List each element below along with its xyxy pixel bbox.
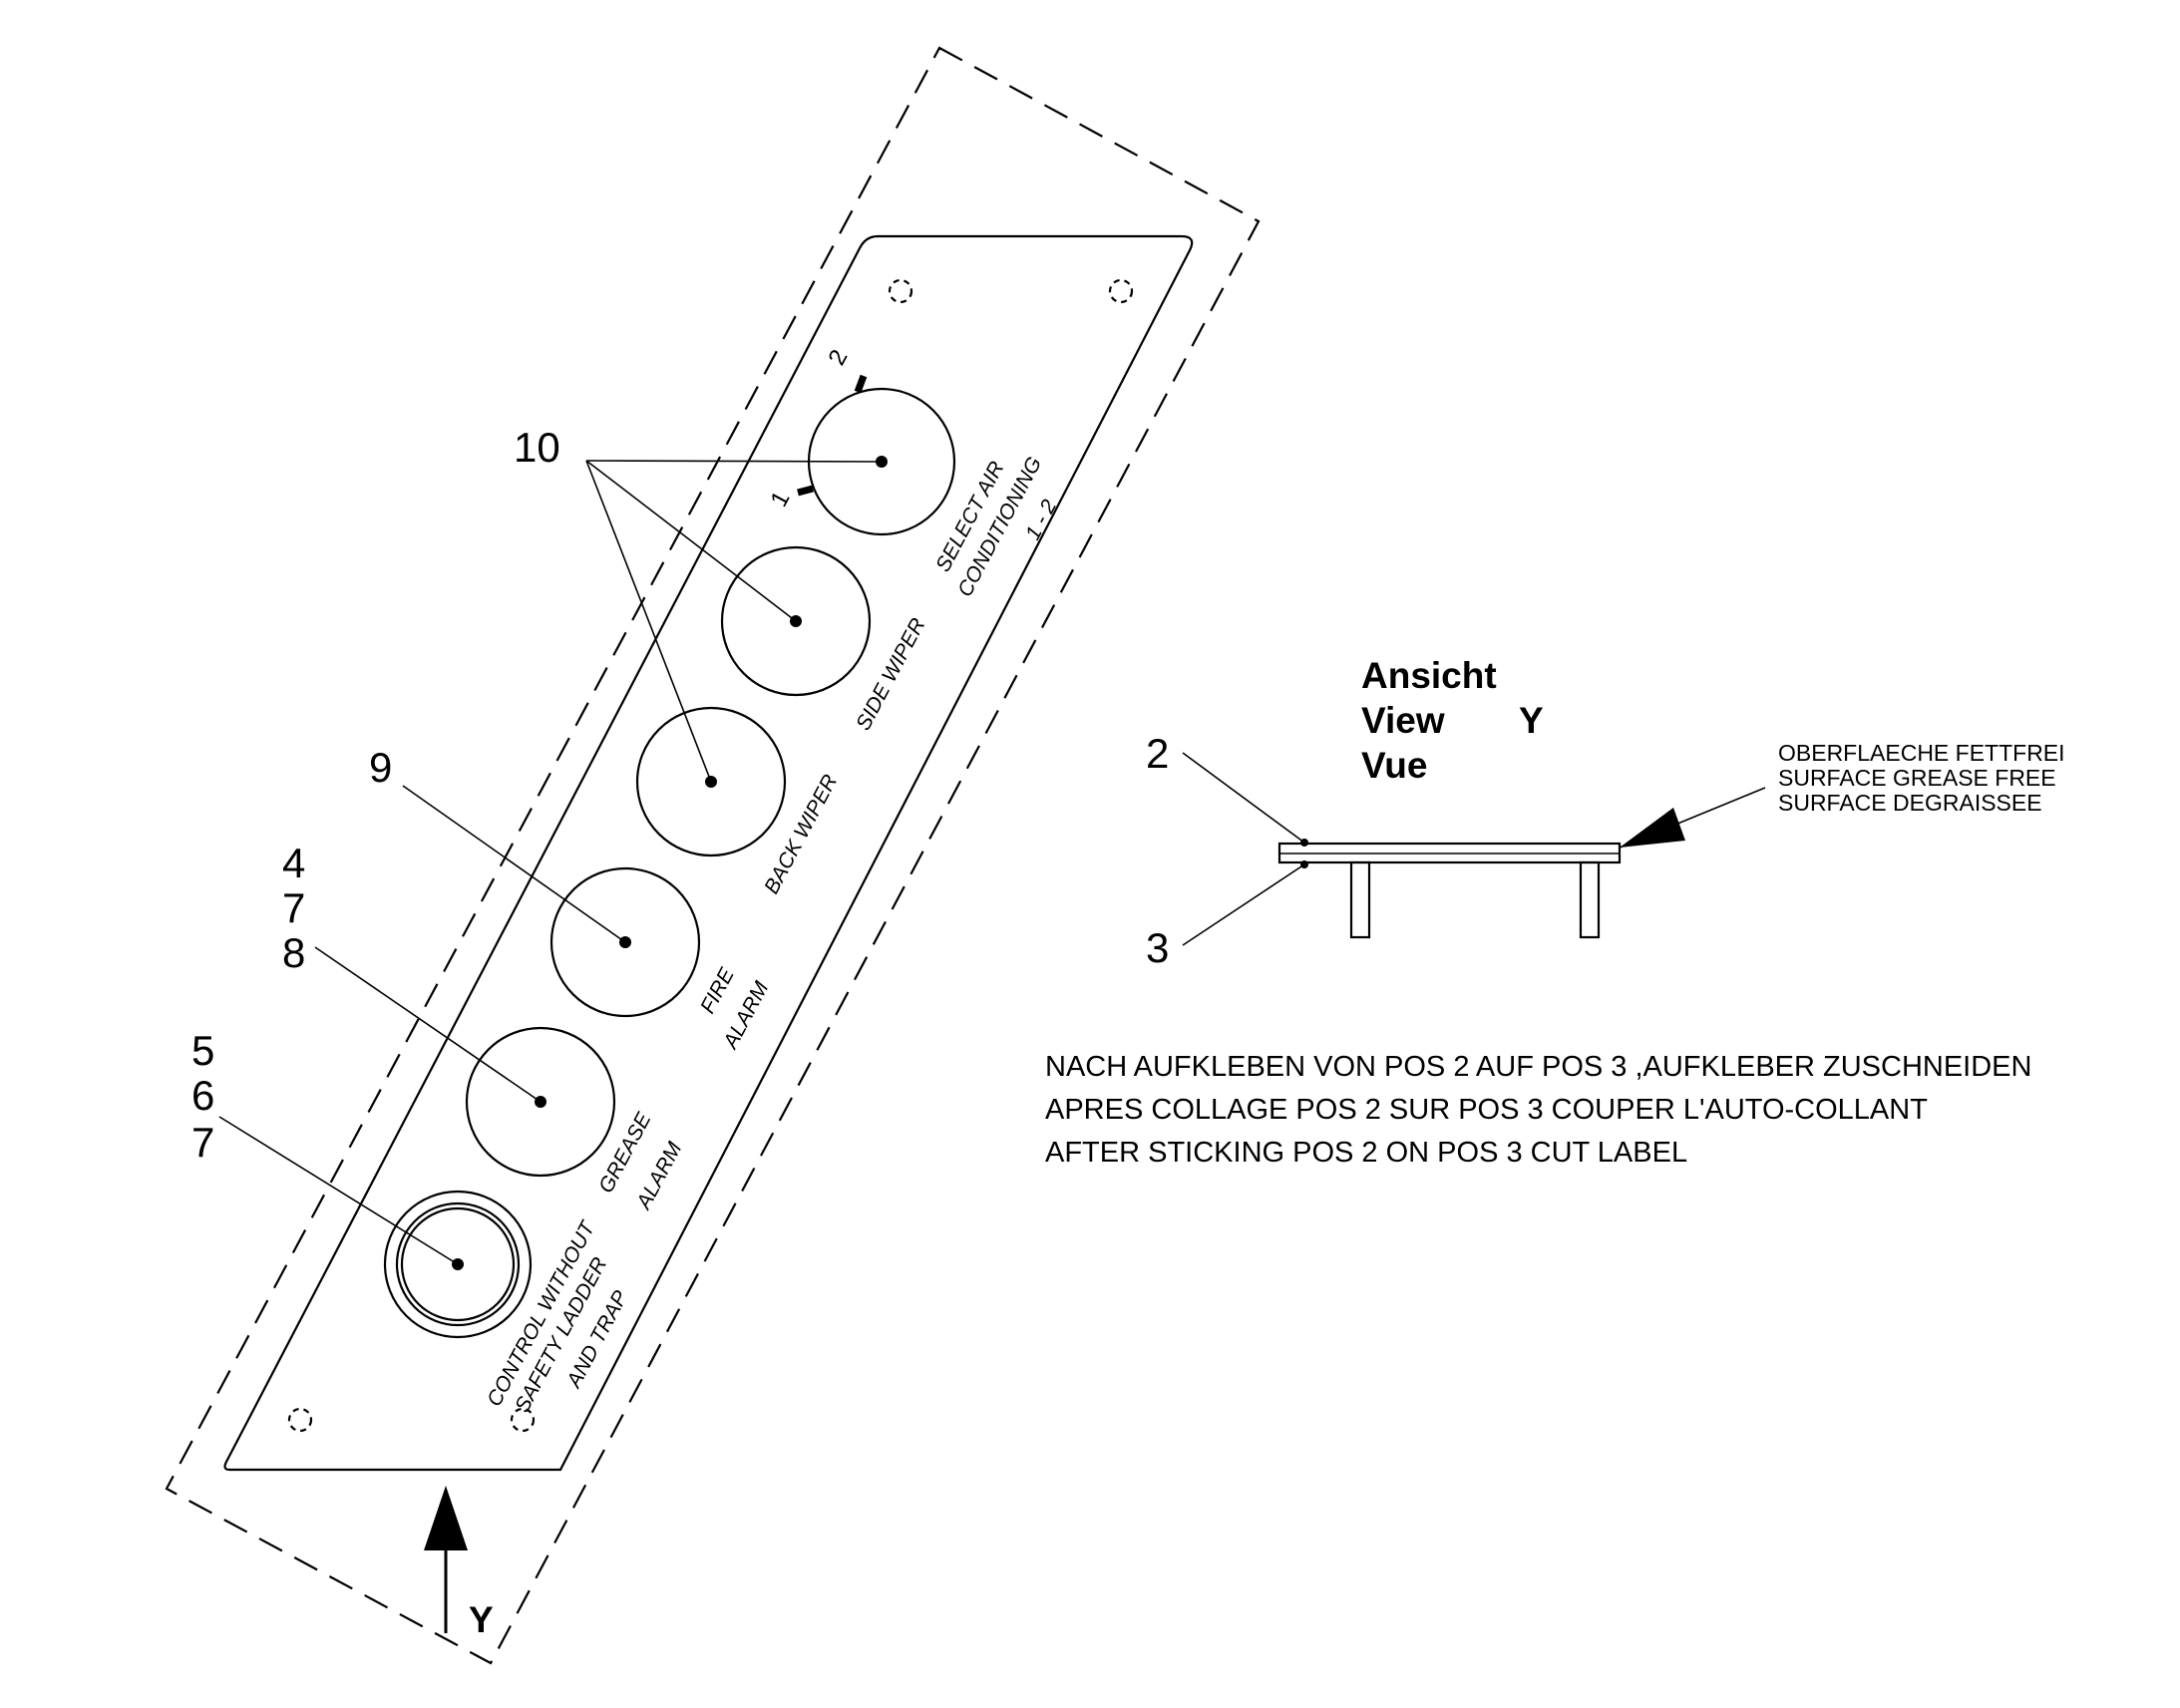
callout-8: 8 [282,929,305,976]
side-view-leaders [1182,752,1766,946]
callout-9: 9 [369,744,392,791]
outer-dashed-outline [165,46,1261,1665]
fire-alarm-line1: FIRE [696,963,739,1017]
back-wiper-label: BACK WIPER [760,771,842,897]
callout-5: 5 [191,1027,214,1074]
screw-hole [1108,278,1134,304]
side-view-pos-2: 2 [1146,730,1169,777]
view-title-vue: Vue [1361,745,1427,786]
instruction-fr: APRES COLLAGE POS 2 SUR POS 3 COUPER L'A… [1045,1094,1928,1126]
air-label-line3: 1 - 2 [1021,496,1061,543]
side-wiper-label: SIDE WIPER [852,614,929,734]
instruction-en: AFTER STICKING POS 2 ON POS 3 CUT LABEL [1045,1137,1687,1169]
view-arrow-label: Y [469,1599,494,1640]
screw-hole [888,278,913,304]
instruction-de: NACH AUFKLEBEN VON POS 2 AUF POS 3 ,AUFK… [1045,1051,2031,1083]
control-button [383,1190,533,1339]
selector-position-2: 2 [823,345,853,369]
surface-note-fr: SURFACE DEGRAISSEE [1778,790,2042,816]
panel-outline [223,234,1194,1472]
view-title-letter: Y [1519,700,1544,741]
side-view-panel [1277,842,1622,939]
callout-7: 7 [191,1119,214,1166]
view-title-view: View [1361,700,1445,741]
callout-4: 4 [282,840,305,886]
screw-hole [287,1407,313,1433]
callout-7: 7 [282,884,305,931]
screw-hole [510,1407,536,1433]
surface-note-de: OBERFLAECHE FETTFREI [1778,740,2065,766]
air-conditioning-selector [797,374,956,536]
side-view-pos-3: 3 [1146,924,1169,971]
leader-lines [218,460,883,1265]
selector-position-1: 1 [765,487,795,511]
view-title-ansicht: Ansicht [1361,655,1497,696]
callout-10: 10 [514,424,560,471]
surface-note-en: SURFACE GREASE FREE [1778,765,2056,791]
callout-6: 6 [191,1072,214,1119]
view-arrow-y [424,1486,468,1633]
